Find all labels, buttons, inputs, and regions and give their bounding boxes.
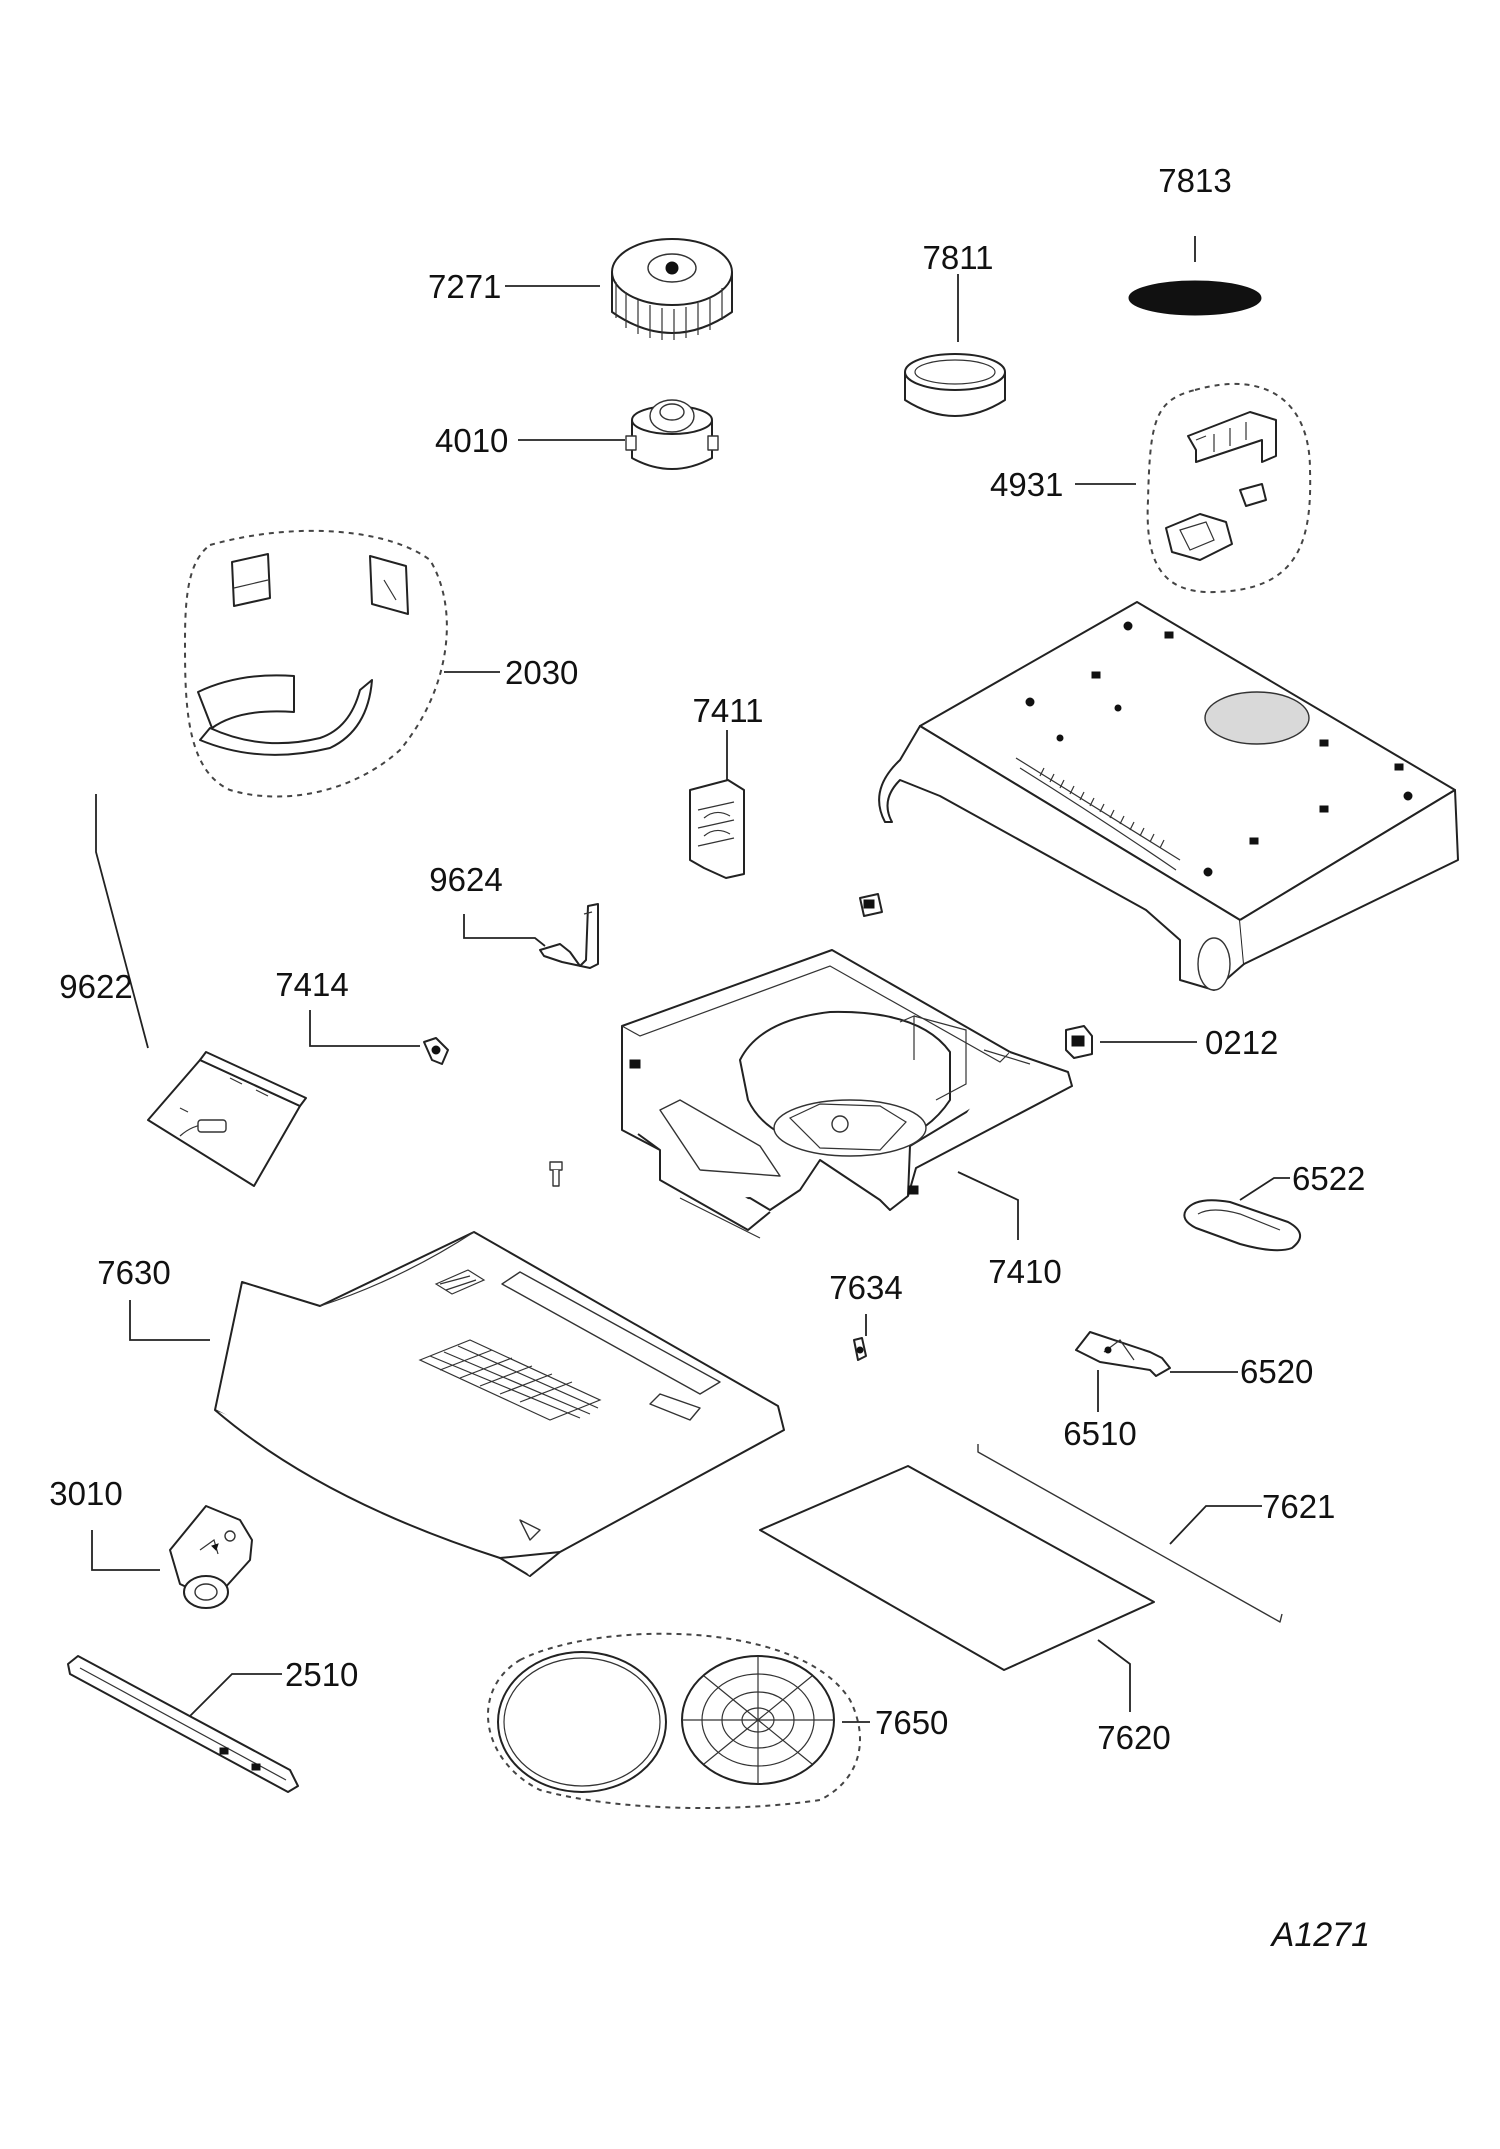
part-2030-duct-strips: 2030 (183, 529, 578, 798)
label-4931: 4931 (990, 466, 1063, 503)
label-6510: 6510 (1063, 1415, 1136, 1452)
hood-top-housing (878, 601, 1459, 991)
label-7650: 7650 (875, 1704, 948, 1741)
part-0212-switch: 0212 (1065, 1024, 1278, 1061)
label-7621: 7621 (1262, 1488, 1335, 1525)
part-7411-filter-holder: 7411 (689, 692, 764, 879)
part-7650-grease-filters: 7650 (487, 1632, 948, 1810)
label-7620: 7620 (1097, 1719, 1170, 1756)
part-6520-lamp-holder: 6520 (1075, 1331, 1313, 1390)
part-7410-fan-housing: 7410 (621, 949, 1073, 1290)
part-2510-trim-strip: 2510 (67, 1655, 358, 1793)
part-7634-clip: 7634 (829, 1269, 903, 1361)
part-7813-filter-disc: 7813 (1128, 162, 1262, 316)
part-7630-front-cover: 7630 (97, 1231, 785, 1577)
label-7811: 7811 (923, 239, 994, 276)
drawing-code: A1271 (1270, 1916, 1370, 1954)
label-4010: 4010 (435, 422, 508, 459)
part-4931-terminal-blocks: 4931 (990, 382, 1312, 594)
label-3010: 3010 (49, 1475, 122, 1512)
part-6522-lamp-cover: 6522 (1183, 1160, 1365, 1252)
connector (859, 893, 883, 917)
label-9624: 9624 (429, 861, 502, 898)
label-7411: 7411 (693, 692, 764, 729)
part-6510-lamp: 6510 (1063, 1370, 1137, 1452)
part-7271-fan-wheel: 7271 (428, 238, 733, 340)
label-6522: 6522 (1292, 1160, 1365, 1197)
label-7414: 7414 (275, 966, 348, 1003)
part-7621-rod: 7621 (977, 1444, 1335, 1623)
label-6520: 6520 (1240, 1353, 1313, 1390)
screw (549, 1161, 563, 1187)
part-9624-bracket: 9624 (429, 861, 599, 969)
label-7813: 7813 (1158, 162, 1231, 199)
label-2030: 2030 (505, 654, 578, 691)
part-7620-filter-mat: 7620 (759, 1465, 1171, 1756)
part-4010-motor: 4010 (435, 399, 719, 470)
label-2510: 2510 (285, 1656, 358, 1693)
label-9622: 9622 (59, 968, 132, 1005)
part-7811-collar-ring: 7811 (904, 239, 1006, 417)
part-9622-control-panel: 9622 (59, 794, 307, 1187)
label-7630: 7630 (97, 1254, 170, 1291)
label-7410: 7410 (988, 1253, 1061, 1290)
part-3010-switch-unit: 3010 (49, 1475, 253, 1609)
part-7414-clip: 7414 (275, 966, 449, 1065)
label-7271: 7271 (428, 268, 501, 305)
label-7634: 7634 (829, 1269, 902, 1306)
label-0212: 0212 (1205, 1024, 1278, 1061)
